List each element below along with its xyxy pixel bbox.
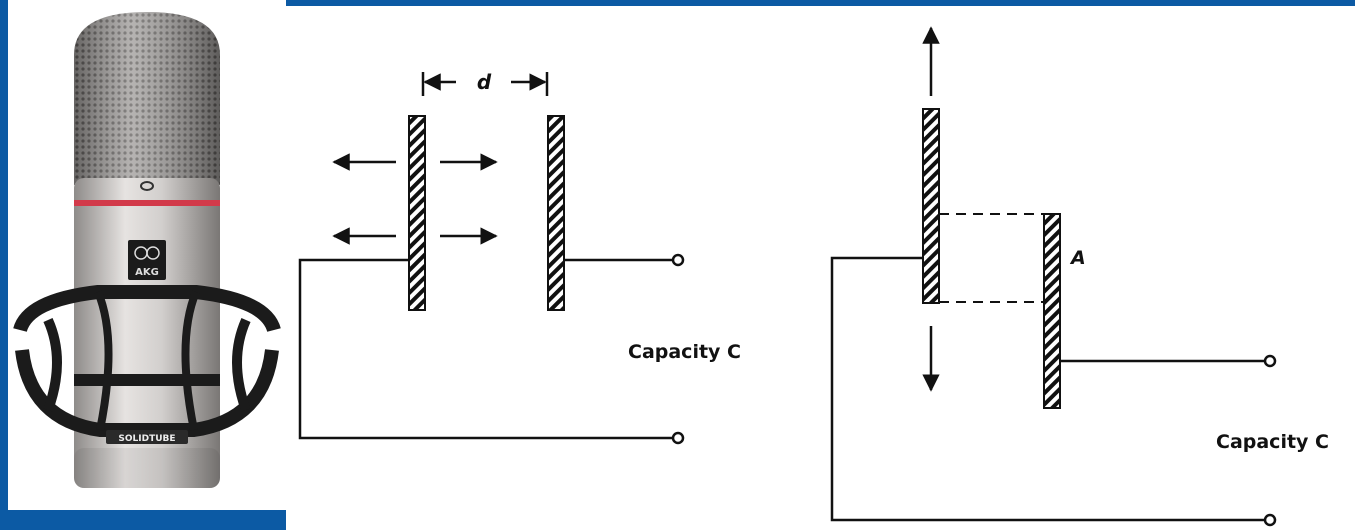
- badge-text: SOLIDTUBE: [118, 434, 175, 444]
- area-label: A: [1069, 247, 1086, 269]
- stationary-plate: [1043, 213, 1061, 409]
- akg-logo: AKG: [128, 240, 166, 280]
- movable-plate: [408, 115, 426, 311]
- capacitor-diagrams: d Capacity C A Capacity C: [286, 6, 1355, 530]
- microphone-illustration: AKG SOLIDTUBE: [13, 12, 281, 488]
- fixed-plate: [547, 115, 565, 311]
- mic-ring: [74, 200, 220, 206]
- distance-label: d: [477, 70, 492, 94]
- terminal-bottom-left: [671, 431, 685, 445]
- diagram-canvas: d Capacity C A Capacity C: [298, 26, 1329, 527]
- terminal-bottom-right: [1263, 513, 1277, 527]
- capacity-label-left: Capacity C: [628, 341, 741, 363]
- terminal-top-right: [1263, 354, 1277, 368]
- shock-mount: [13, 285, 281, 437]
- akg-brand-text: AKG: [135, 267, 159, 278]
- capacity-label-right: Capacity C: [1216, 431, 1329, 453]
- mic-indicator-icon: [140, 181, 154, 191]
- area-diagram: [830, 26, 1277, 527]
- distance-diagram: [298, 72, 685, 445]
- microphone-photo: AKG SOLIDTUBE: [8, 0, 286, 510]
- mic-body: [74, 178, 220, 488]
- sliding-plate: [922, 108, 940, 304]
- terminal-top-left: [671, 253, 685, 267]
- solidtube-badge: SOLIDTUBE: [106, 430, 188, 444]
